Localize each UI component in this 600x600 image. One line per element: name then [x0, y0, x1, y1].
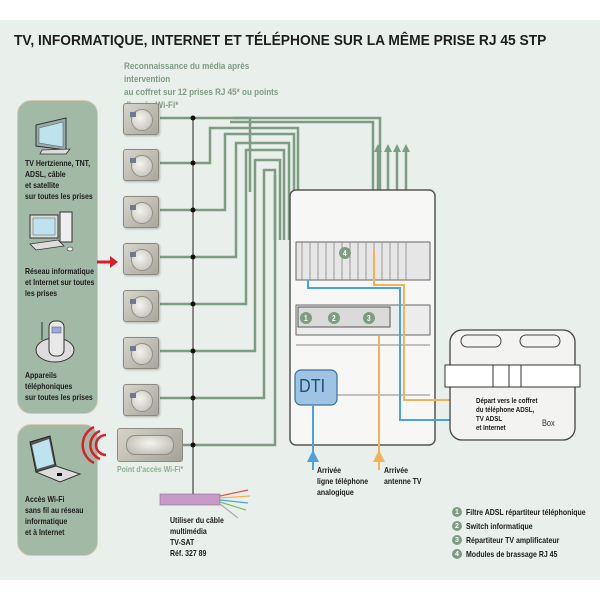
label-line: informatique — [25, 516, 68, 526]
up-arrows — [374, 144, 410, 152]
legend-number: 4 — [452, 549, 462, 559]
rj45-socket[interactable] — [123, 337, 159, 369]
label-line: Arrivée — [317, 465, 342, 475]
legend-text: Switch informatique — [466, 521, 533, 531]
multimedia-cable — [159, 489, 251, 519]
intro-line: au coffret sur 12 prises RJ 45* ou point… — [124, 87, 279, 98]
label-line: antenne TV — [384, 476, 422, 486]
wifi-signal-icon — [81, 425, 107, 465]
legend-text: Modules de brassage RJ 45 — [466, 549, 558, 559]
box-description: Départ vers le coffret du téléphone ADSL… — [476, 396, 538, 432]
laptop-icon — [29, 435, 82, 483]
internet-box — [444, 329, 581, 441]
wifi-access-point[interactable] — [117, 428, 183, 462]
label-line: Départ vers le coffret — [476, 396, 538, 405]
legend-item: 2 Switch informatique — [452, 519, 600, 533]
label-line: sur toutes les prises — [25, 392, 93, 402]
rj45-socket[interactable] — [123, 243, 159, 275]
label-line: analogique — [317, 487, 354, 497]
module-4-marker — [339, 247, 351, 259]
label-line: Accès Wi-Fi — [25, 494, 65, 504]
legend-item: 4 Modules de brassage RJ 45 — [452, 547, 600, 561]
label-line: et satellite — [25, 180, 60, 190]
page-title: TV, INFORMATIQUE, INTERNET ET TÉLÉPHONE … — [14, 32, 547, 49]
tv-wires — [373, 250, 460, 470]
tv-label: TV Hertzienne, TNT, ADSL, câble et satel… — [25, 158, 93, 202]
label-line: les prises — [25, 288, 58, 298]
module-3-marker — [363, 312, 375, 324]
junction-dots — [190, 115, 196, 448]
module-4-number: 4 — [343, 249, 347, 258]
dti-module — [294, 369, 338, 406]
module-2-number: 2 — [332, 314, 336, 323]
intro-line: Reconnaissance du média après interventi… — [124, 61, 250, 85]
label-line: et Internet sur toutes — [25, 277, 95, 287]
label-line: ligne téléphone — [317, 476, 369, 486]
label-line: et à Internet — [25, 527, 65, 537]
module-1-marker — [300, 312, 312, 324]
box-label: Box — [542, 418, 555, 428]
phone-arrival-label: Arrivée ligne téléphone analogique — [317, 465, 368, 498]
label-line: sans fil au réseau — [25, 505, 84, 515]
label-line: Appareils — [25, 370, 57, 380]
tv-arrival-arrow — [373, 450, 385, 462]
arrow-icon — [97, 256, 118, 268]
legend-text: Répartiteur TV amplificateur — [466, 535, 560, 545]
label-line: ADSL, câble — [25, 169, 66, 179]
legend-number: 3 — [452, 535, 462, 545]
legend-text: Filtre ADSL répartiteur téléphonique — [466, 507, 586, 517]
label-line: TV ADSL — [476, 414, 503, 423]
green-wires — [160, 116, 408, 447]
rj45-socket[interactable] — [123, 290, 159, 322]
legend-number: 1 — [452, 507, 462, 517]
legend-item: 1 Filtre ADSL répartiteur téléphonique — [452, 505, 600, 519]
tv-icon — [35, 117, 71, 155]
wifi-access-label: Accès Wi-Fi sans fil au réseau informati… — [25, 494, 84, 538]
wifi-point-label: Point d'accès Wi-Fi* — [117, 464, 184, 474]
module-3-number: 3 — [367, 314, 371, 323]
phone-label: Appareils téléphoniques sur toutes les p… — [25, 370, 93, 403]
rj45-socket[interactable] — [123, 384, 159, 416]
phone-wires — [307, 280, 450, 455]
computer-icon — [29, 211, 74, 252]
module-2-marker — [328, 312, 340, 324]
module-markers — [300, 247, 375, 324]
legend-number: 2 — [452, 521, 462, 531]
dti-label: DTI — [299, 376, 326, 396]
label-line: sur toutes les prises — [25, 191, 93, 201]
cable-note: Utiliser du câble multimédia TV-SAT Réf.… — [170, 515, 224, 559]
wifi-panel — [17, 424, 98, 556]
label-line: Réf. 327 89 — [170, 548, 207, 558]
label-line: multimédia — [170, 526, 207, 536]
label-line: téléphoniques — [25, 381, 73, 391]
label-line: Utiliser du câble — [170, 515, 224, 525]
rj45-socket[interactable] — [123, 196, 159, 228]
tv-arrival-label: Arrivée antenne TV — [384, 465, 422, 487]
network-label: Réseau informatique et Internet sur tout… — [25, 266, 94, 299]
legend-item: 3 Répartiteur TV amplificateur — [452, 533, 600, 547]
label-line: TV-SAT — [170, 537, 195, 547]
rj45-socket[interactable] — [123, 103, 159, 135]
rj45-socket[interactable] — [123, 149, 159, 181]
label-line: et Internet — [476, 423, 506, 432]
cordless-phone-icon — [35, 320, 75, 363]
label-line: Arrivée — [384, 465, 409, 475]
label-line: TV Hertzienne, TNT, — [25, 158, 91, 168]
label-line: Réseau informatique — [25, 266, 94, 276]
label-line: du téléphone ADSL, — [476, 405, 535, 414]
module-1-number: 1 — [304, 314, 308, 323]
